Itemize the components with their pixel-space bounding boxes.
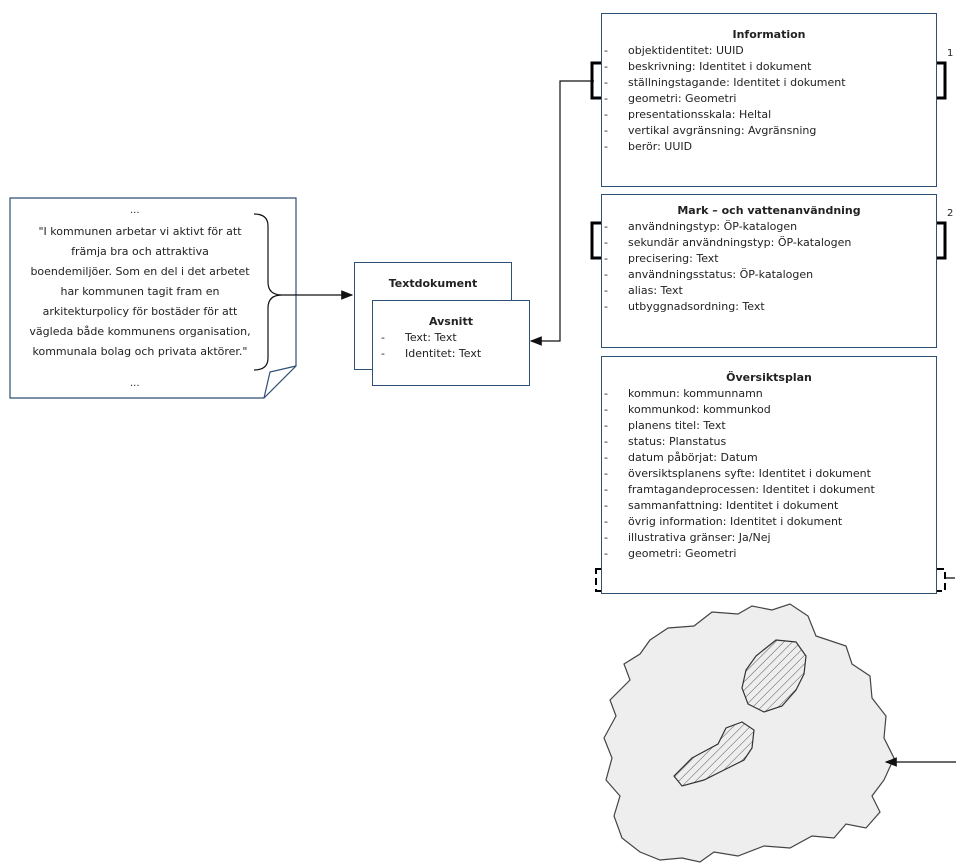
information-attribute: vertikal avgränsning: Avgränsning: [602, 123, 936, 139]
oversiktsplan-attribute: status: Planstatus: [602, 434, 936, 450]
oversiktsplan-attribute: datum påbörjat: Datum: [602, 450, 936, 466]
oversiktsplan-attribute: geometri: Geometri: [602, 546, 936, 562]
avsnitt-title: Avsnitt: [429, 315, 473, 328]
quote-line: har kommunen tagit fram en: [60, 285, 220, 298]
oversiktsplan-attribute: planens titel: Text: [602, 418, 936, 434]
avsnitt-box: Avsnitt Text: Text Identitet: Text: [372, 300, 530, 386]
oversiktsplan-attribute: översiktsplanens syfte: Identitet i doku…: [602, 466, 936, 482]
marker-1: 1: [947, 48, 954, 59]
oversiktsplan-attribute: kommunkod: kommunkod: [602, 402, 936, 418]
document-quote: "I kommunen arbetar vi aktivt för att fr…: [12, 222, 268, 362]
information-attribute: berör: UUID: [602, 139, 936, 155]
markvatten-attribute: alias: Text: [602, 283, 936, 299]
oversiktsplan-attribute: framtagandeprocessen: Identitet i dokume…: [602, 482, 936, 498]
oversiktsplan-box: Översiktsplan kommun: kommunnamn kommunk…: [601, 356, 937, 594]
information-box: Information objektidentitet: UUID beskri…: [601, 13, 937, 187]
information-attribute: presentationsskala: Heltal: [602, 107, 936, 123]
information-title: Information: [732, 28, 806, 41]
markvatten-attribute: sekundär användningstyp: ÖP-katalogen: [602, 235, 936, 251]
oversiktsplan-attribute: illustrativa gränser: Ja/Nej: [602, 530, 936, 546]
quote-line: kommunala bolag och privata aktörer.": [32, 345, 248, 358]
oversiktsplan-attribute: sammanfattning: Identitet i dokument: [602, 498, 936, 514]
markvatten-attribute: användningsstatus: ÖP-katalogen: [602, 267, 936, 283]
markvatten-attribute: användningstyp: ÖP-katalogen: [602, 219, 936, 235]
quote-line: vägleda både kommunens organisation,: [29, 325, 251, 338]
hatched-area-north: [741, 639, 807, 713]
marker-2: 2: [947, 208, 954, 219]
document-ellipsis-top: ...: [130, 205, 140, 216]
markvatten-title: Mark – och vattenanvändning: [677, 204, 861, 217]
information-attribute: ställningstagande: Identitet i dokument: [602, 75, 936, 91]
document-ellipsis-bottom: ...: [130, 378, 140, 389]
information-attribute: geometri: Geometri: [602, 91, 936, 107]
markvatten-box: Mark – och vattenanvändning användningst…: [601, 194, 937, 348]
connector-information-to-avsnitt: [529, 80, 594, 346]
document-fold: [263, 365, 297, 399]
document-shape: [9, 197, 297, 399]
oversiktsplan-attribute: kommun: kommunnamn: [602, 386, 936, 402]
information-attribute: objektidentitet: UUID: [602, 43, 936, 59]
avsnitt-attribute: Text: Text: [379, 330, 529, 346]
oversiktsplan-title: Översiktsplan: [726, 371, 812, 384]
information-attribute: beskrivning: Identitet i dokument: [602, 59, 936, 75]
oversiktsplan-attribute: övrig information: Identitet i dokument: [602, 514, 936, 530]
hatched-area-south: [673, 721, 755, 787]
quote-line: främja bra och attraktiva: [71, 245, 209, 258]
quote-line: arkitekturpolicy för bostäder för att: [42, 305, 238, 318]
markvatten-attribute: utbyggnadsordning: Text: [602, 299, 936, 315]
quote-line: "I kommunen arbetar vi aktivt för att: [38, 225, 242, 238]
textdokument-title: Textdokument: [388, 277, 478, 290]
avsnitt-attribute: Identitet: Text: [379, 346, 529, 362]
markvatten-attribute: precisering: Text: [602, 251, 936, 267]
quote-line: boendemiljöer. Som en del i det arbetet: [30, 265, 250, 278]
